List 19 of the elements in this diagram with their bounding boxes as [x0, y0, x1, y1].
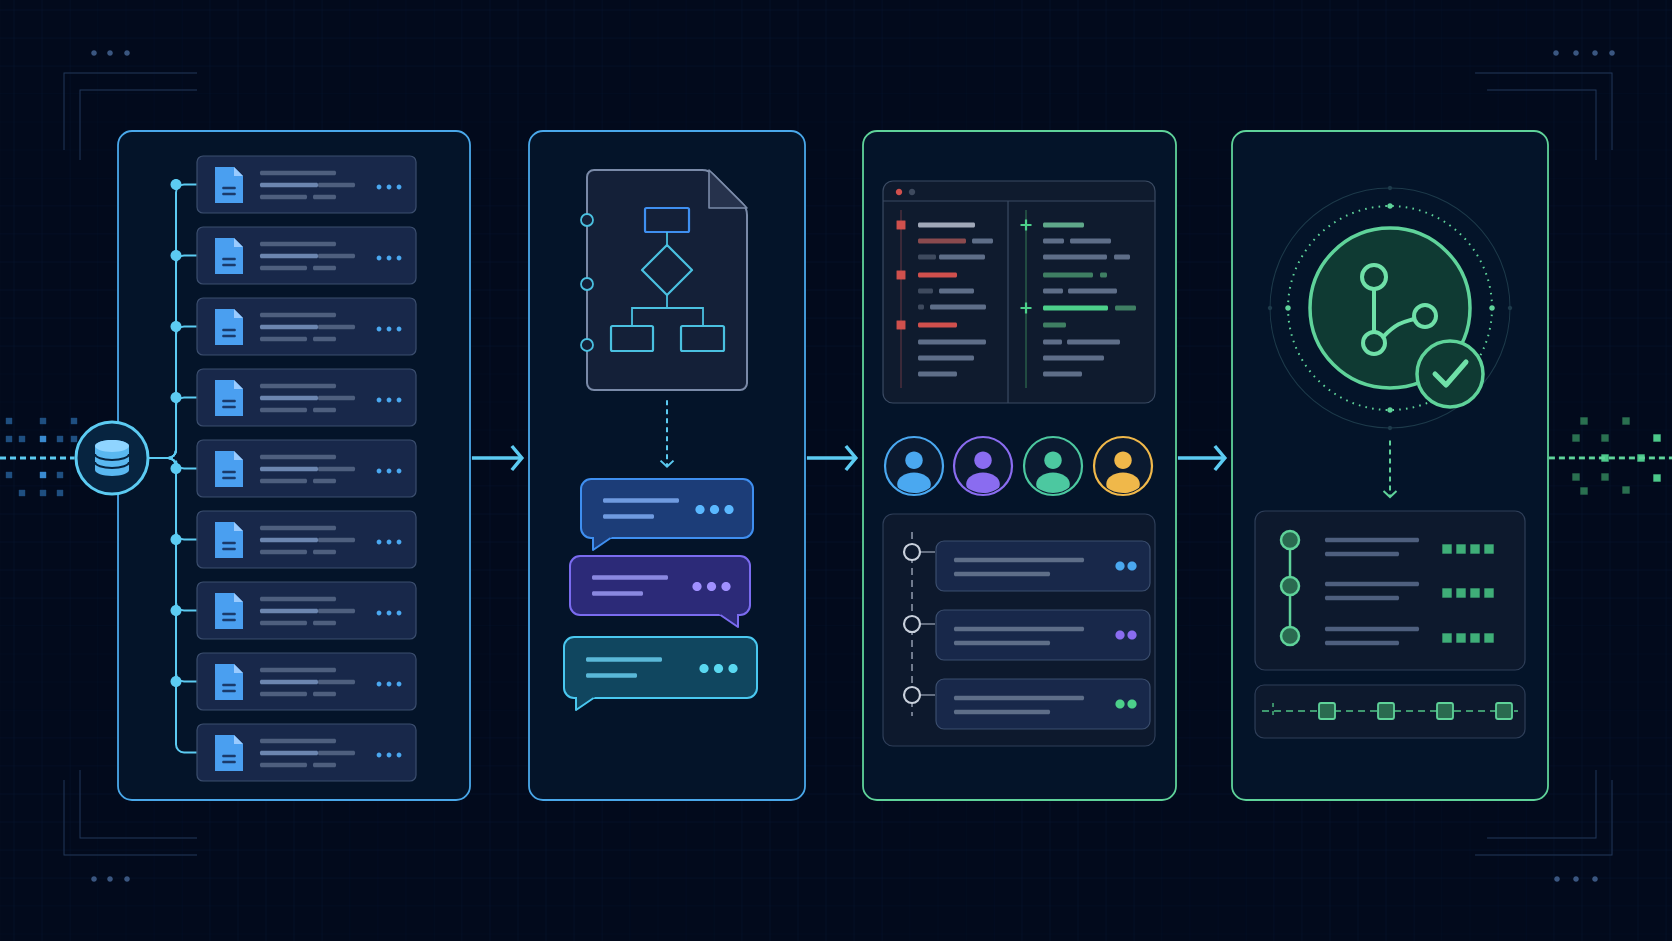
dashed-line [1548, 456, 1672, 460]
arrow [1382, 439, 1398, 499]
avatar [952, 435, 1014, 497]
chat-bubble [580, 478, 754, 551]
avatar [1022, 435, 1084, 497]
checklist-card [1254, 510, 1526, 671]
chat-bubble [563, 636, 758, 711]
chat-bubble [569, 555, 751, 628]
arrow [659, 399, 675, 468]
timeline-entry [935, 540, 1151, 592]
timeline-entry [935, 678, 1151, 730]
timeline-entry [935, 609, 1151, 661]
arrow [471, 444, 525, 472]
avatar [1092, 435, 1154, 497]
arrow [1177, 444, 1228, 472]
flowchart-document [580, 169, 748, 391]
avatar [883, 435, 945, 497]
arrow [806, 444, 859, 472]
dashed-line [0, 456, 75, 460]
